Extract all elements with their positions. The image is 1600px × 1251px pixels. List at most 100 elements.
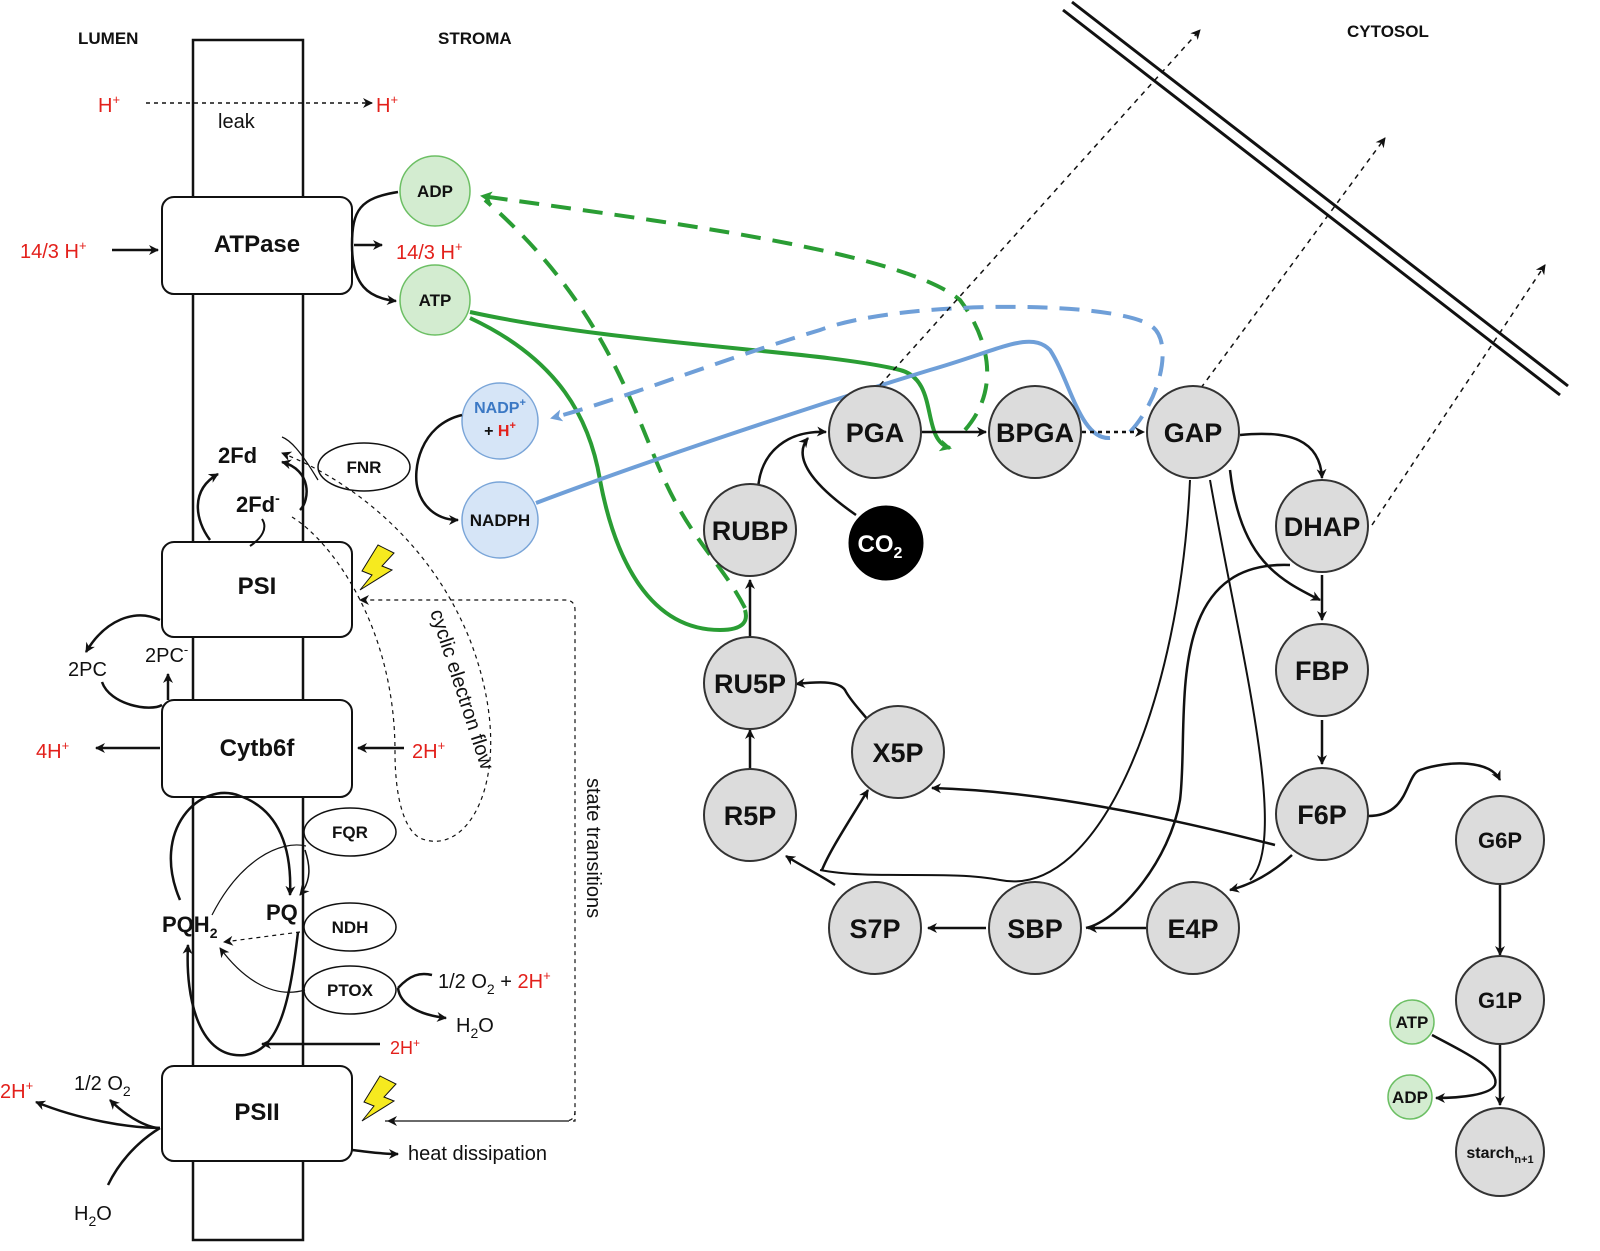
chloroplast-envelope [1062, 0, 1569, 397]
header-lumen: LUMEN [78, 29, 138, 48]
svg-text:starchn+1: starchn+1 [1466, 1145, 1533, 1166]
fnr-link [281, 436, 319, 481]
thylakoid-membrane [191, 38, 305, 1242]
metabolite-s7p: S7P [828, 881, 922, 975]
fqr-to-pq-arrow [299, 849, 310, 896]
dhap-export-arrow [1371, 264, 1546, 526]
ndh-ellipse [303, 902, 397, 952]
svg-text:S7P: S7P [849, 914, 900, 944]
fd-reduction-arrow [281, 459, 308, 511]
ptox-o2-line [397, 972, 433, 989]
fqr-to-pqh2-arrow [211, 844, 307, 916]
metabolite-gap: GAP [1146, 385, 1240, 479]
psi-to-pc-arrow [84, 614, 161, 653]
f6p-to-g6p-arrow [1367, 762, 1502, 818]
rubp-to-pga-arrow [756, 426, 827, 491]
heat-label: heat dissipation [408, 1143, 547, 1165]
pga-export-arrow [879, 29, 1201, 386]
fd-label: 2Fd [218, 443, 257, 468]
psii-proton-arrow [35, 1100, 161, 1130]
state-transitions-path [359, 595, 576, 1122]
metabolite-pga: PGA [828, 385, 922, 479]
heat-arrow [351, 1148, 399, 1159]
pc-reduced-label: 2PC- [145, 642, 188, 667]
atp-label: ATP [419, 291, 452, 310]
svg-text:FBP: FBP [1295, 656, 1349, 686]
header-cytosol: CYTOSOL [1347, 22, 1429, 41]
nadph-node [461, 481, 539, 559]
nadph-label: NADPH [470, 511, 530, 530]
lightning-psi-icon [359, 544, 395, 591]
state-transitions-to-psii [387, 1111, 576, 1126]
leak-label: leak [218, 111, 256, 133]
svg-text:X5P: X5P [872, 738, 923, 768]
pc-to-cyt [100, 681, 163, 709]
atp-to-bpga-flow [469, 310, 952, 452]
ptox-product: H2O [456, 1015, 494, 1041]
pc-label: 2PC [68, 659, 107, 681]
metabolite-starch: starchn+1 [1455, 1107, 1545, 1197]
cytb6f-box [161, 699, 353, 798]
psi-to-fd-arrow [196, 472, 219, 541]
nadp-label: NADP+ [474, 397, 526, 417]
qcycle-pq-to-pqh2 [182, 931, 300, 1057]
psii-box [161, 1065, 353, 1162]
state-transitions-label: state transitions [582, 778, 604, 918]
svg-text:CO2: CO2 [858, 531, 903, 562]
svg-text:G6P: G6P [1478, 828, 1522, 853]
svg-text:PGA: PGA [846, 418, 905, 448]
psi-label: PSI [238, 573, 277, 600]
f6p-to-e4p-arrow [1229, 854, 1293, 893]
metabolite-dhap: DHAP [1275, 479, 1369, 573]
proton-leak-left: H+ [98, 92, 120, 117]
ptox-reactants: 1/2 O2 + 2H+ [438, 968, 551, 997]
ndh-to-pqh2-arrow [223, 931, 301, 946]
gap-to-e4p-line [1209, 479, 1266, 881]
psi-box [161, 541, 353, 638]
svg-text:BPGA: BPGA [996, 418, 1074, 448]
psii-label: PSII [234, 1099, 279, 1126]
fnr-label: FNR [347, 458, 382, 477]
starch-adp-node [1387, 1074, 1433, 1120]
f6p-to-x5p-arrow [931, 783, 1276, 847]
header-stroma: STROMA [438, 29, 512, 48]
x5p-to-ru5p-arrow [795, 678, 869, 721]
nadp-to-nadph-arrow [414, 413, 463, 525]
atp-to-adp-starch-arrow [1431, 1033, 1497, 1103]
gap-to-s7p-line [819, 479, 1191, 883]
s7p-to-x5p-arrow [820, 789, 870, 871]
psii-o2: 1/2 O2 [74, 1073, 131, 1099]
metabolite-sbp: SBP [988, 881, 1082, 975]
proton-leak-right: H+ [376, 92, 398, 117]
metabolite-fbp: FBP [1275, 623, 1369, 717]
atpase-label: ATPase [214, 231, 300, 258]
psii-proton-out: 2H+ [0, 1078, 33, 1103]
svg-text:DHAP: DHAP [1284, 512, 1361, 542]
co2-to-pga-arrow [798, 437, 857, 517]
nadp-h-label: + H+ [484, 420, 516, 440]
psii-h2o-line [106, 1126, 161, 1186]
gap-to-dhap-arrow [1239, 432, 1327, 479]
svg-text:RUBP: RUBP [712, 516, 789, 546]
ptox-h2o-arrow [396, 987, 447, 1022]
svg-text:G1P: G1P [1478, 988, 1522, 1013]
metabolite-ru5p: RU5P [703, 636, 797, 730]
co2-node: CO2 [848, 505, 924, 581]
ndh-label: NDH [332, 918, 369, 937]
metabolite-rubp: RUBP [703, 483, 797, 577]
fd-reduced-label: 2Fd- [236, 490, 280, 517]
fqr-label: FQR [332, 823, 368, 842]
metabolite-g1p: G1P [1455, 955, 1545, 1045]
cyt-proton-in: 2H+ [412, 738, 445, 763]
fnr-ellipse [317, 442, 411, 492]
atp-to-rubp-flow [469, 316, 748, 633]
cyt-proton-out: 4H+ [36, 738, 69, 763]
metabolite-x5p: X5P [851, 705, 945, 799]
ptox-pqh2-arrow [219, 947, 306, 993]
nadph-to-gap-flow [535, 339, 1111, 505]
bpga-to-adp-flow [480, 191, 990, 432]
s7p-to-r5p-arrow [785, 854, 836, 887]
gap-to-nadp-flow [550, 304, 1165, 434]
gap-export-arrow [1194, 137, 1386, 397]
